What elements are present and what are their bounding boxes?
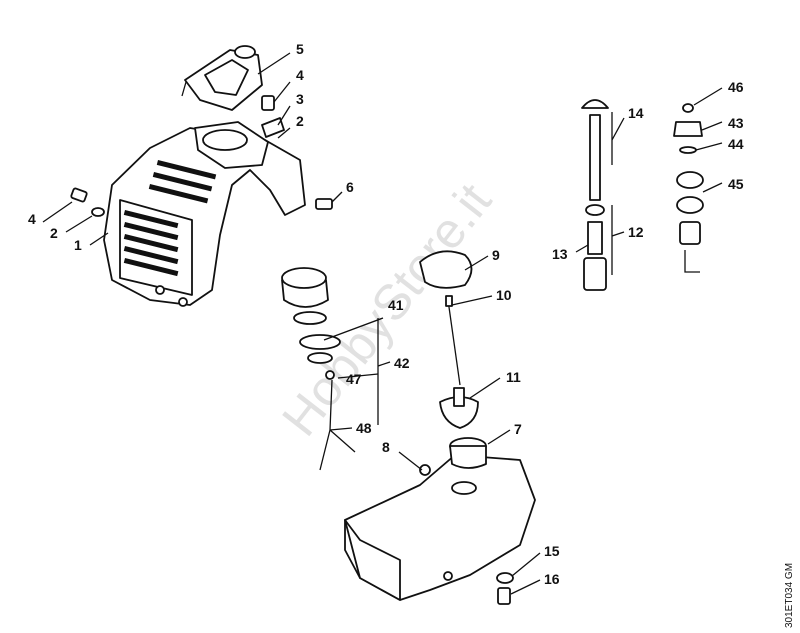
fuel-filter-11-part	[439, 387, 479, 429]
screw-6-part	[315, 198, 333, 210]
callout-43: 43	[728, 115, 744, 131]
callout-1: 1	[74, 237, 82, 253]
leader-lines	[42, 52, 723, 595]
callout-14: 14	[628, 105, 644, 121]
callout-10: 10	[496, 287, 512, 303]
callout-6: 6	[346, 179, 354, 195]
callout-3: 3	[296, 91, 304, 107]
fuel-tank-part	[344, 437, 536, 601]
handle-bracket-part	[181, 45, 263, 111]
callout-16: 16	[544, 571, 560, 587]
screw-4-left-part	[70, 187, 88, 203]
callout-12: 12	[628, 224, 644, 240]
tank-cap-9-part	[419, 250, 473, 289]
washer-2-left-part	[91, 207, 105, 217]
callout-47: 47	[346, 371, 362, 387]
callout-4: 4	[296, 67, 304, 83]
callout-2: 2	[296, 113, 304, 129]
drawing-code: 301ET034 GM	[784, 563, 795, 628]
engine-shroud-part	[103, 121, 306, 307]
callout-45: 45	[728, 176, 744, 192]
callout-15: 15	[544, 543, 560, 559]
callout-41: 41	[388, 297, 404, 313]
callout-11: 11	[506, 369, 521, 385]
callout-5: 5	[296, 41, 304, 57]
callout-13: 13	[552, 246, 568, 262]
callout-4-left: 4	[28, 211, 36, 227]
callout-44: 44	[728, 136, 744, 152]
fuel-hose-10-part	[445, 295, 461, 386]
primer-rod-part	[581, 99, 609, 291]
screw-16-part	[497, 587, 511, 605]
callout-42: 42	[394, 355, 410, 371]
callout-8: 8	[382, 439, 390, 455]
callout-labels: 5 4 3 2 6 4 2 1 14 46 43 44 45 13 12 9 1…	[28, 41, 744, 587]
screw-3-part	[261, 95, 275, 111]
callout-46: 46	[728, 79, 744, 95]
fuel-cap-part	[281, 267, 356, 471]
callout-9: 9	[492, 247, 500, 263]
callout-48: 48	[356, 420, 372, 436]
callout-2-left: 2	[50, 225, 58, 241]
callout-7: 7	[514, 421, 522, 437]
valve-stack-part	[673, 103, 704, 273]
washer-15-part	[496, 572, 514, 584]
washer-2-part	[261, 117, 285, 138]
